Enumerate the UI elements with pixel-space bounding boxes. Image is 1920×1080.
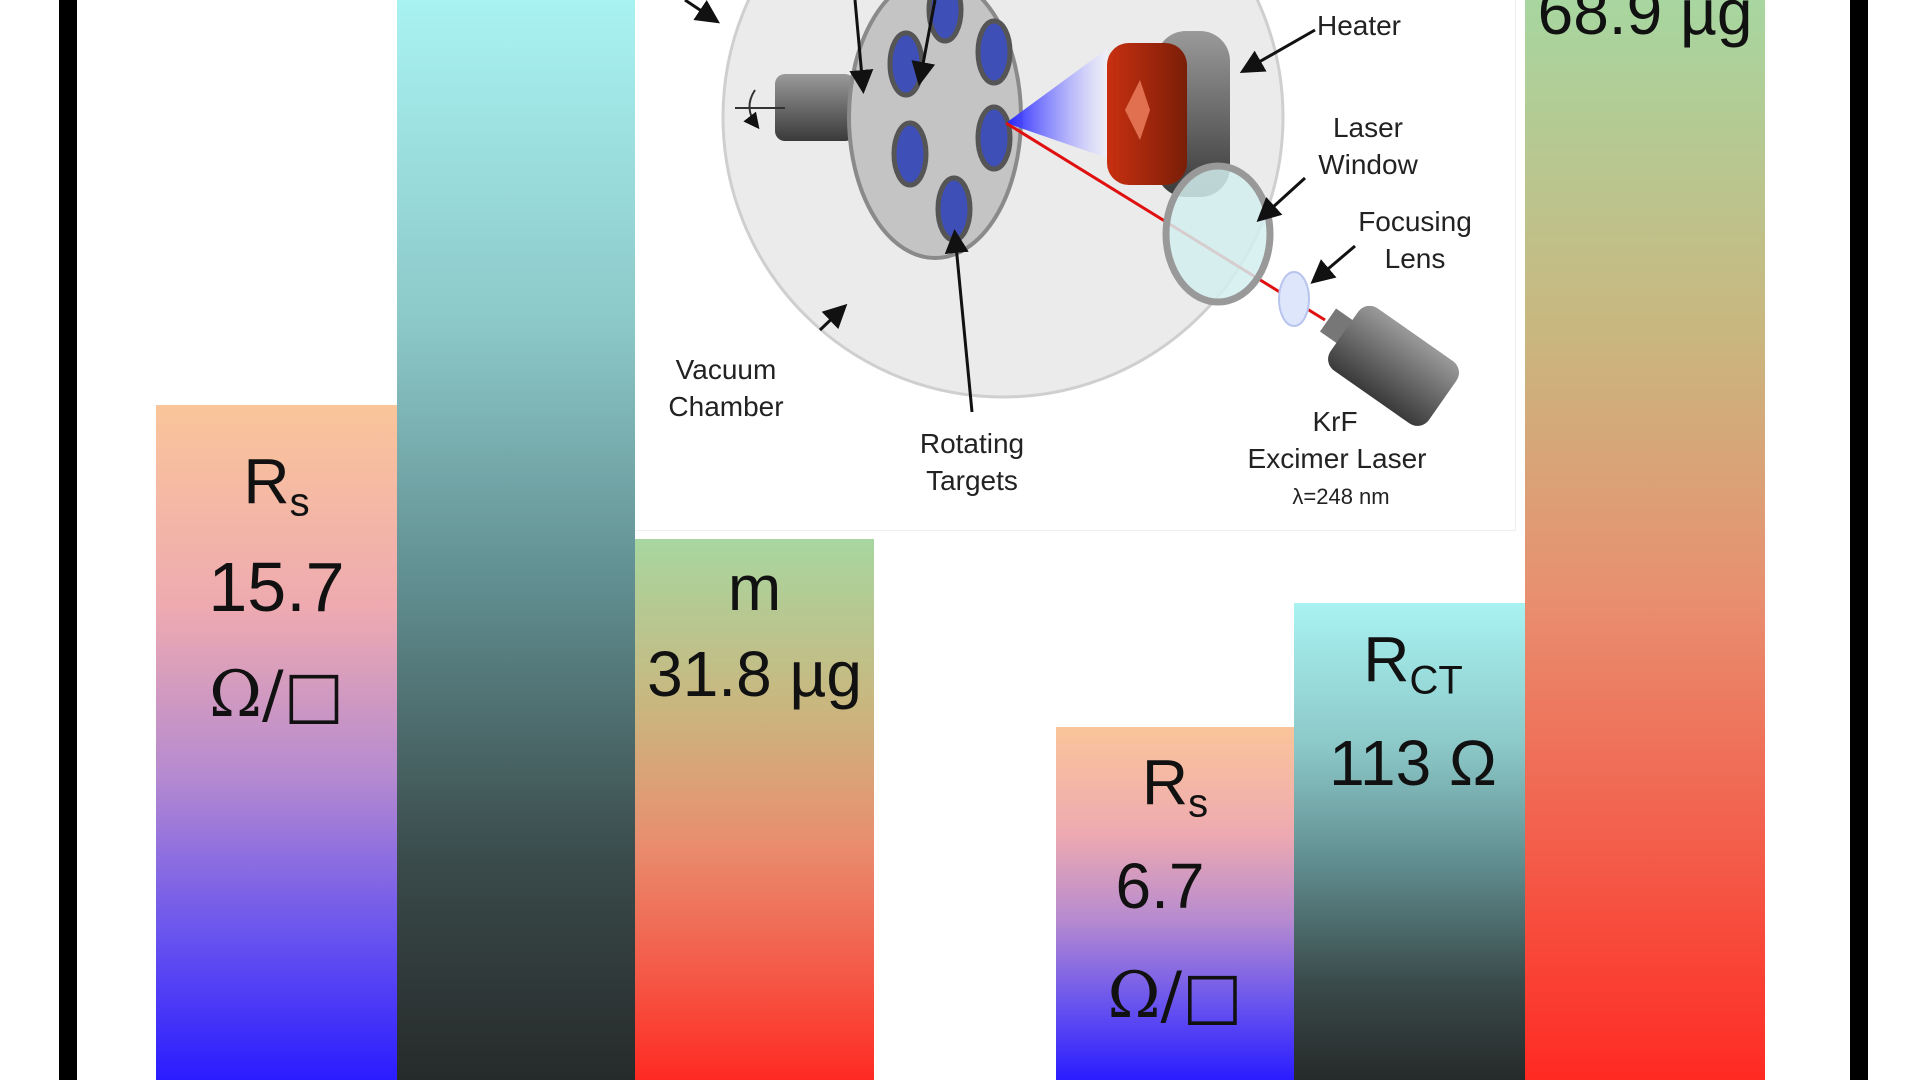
frame-left-border [59, 0, 77, 1080]
laser-label: Excimer Laser [1248, 443, 1427, 474]
rs-label: Rs [1141, 746, 1209, 826]
laser-window-label: Window [1318, 149, 1418, 180]
rs-unit: Ω/□ [208, 658, 345, 732]
rotation-shaft [775, 74, 855, 141]
plasma-plume [1006, 49, 1113, 160]
vacuum-chamber-label: Vacuum [676, 354, 777, 385]
laser-label: KrF [1312, 406, 1357, 437]
rs-label: Rs [243, 445, 310, 525]
laser-window [1162, 162, 1274, 306]
frame-right-border [1850, 0, 1868, 1080]
rct-value: 113 Ω [1329, 727, 1497, 799]
rs-value: 15.7 [208, 548, 345, 626]
heater-label: Heater [1317, 10, 1401, 41]
focusing-lens-label: Focusing [1358, 206, 1472, 237]
vacuum-chamber-label: Chamber [668, 391, 783, 422]
wavelength-label: λ=248 nm [1292, 484, 1389, 509]
rct-label: RCT [1363, 623, 1463, 703]
bar-teal-left [397, 0, 635, 1080]
laser-window-label: Laser [1333, 112, 1403, 143]
mass-label: m [727, 552, 782, 624]
rs-value: 6.7 [1115, 850, 1205, 922]
mass-value: 68.9 µg [1537, 0, 1753, 48]
bar-charge-transfer-resistance: RCT 113 Ω [1294, 603, 1532, 1080]
bar-mass-right: 68.9 µg [1525, 0, 1765, 1080]
bar-sheet-resistance-left: Rs 15.7 Ω/□ [156, 405, 397, 1080]
rotating-targets-label: Targets [926, 465, 1018, 496]
pulsed-laser-deposition-diagram: Heater Laser Window Focusing Lens Vacuum… [635, 0, 1516, 531]
krf-laser [1319, 305, 1459, 426]
rotating-targets-label: Rotating [920, 428, 1024, 459]
bar-sheet-resistance-right: Rs 6.7 Ω/□ [1056, 727, 1294, 1080]
mass-value: 31.8 µg [647, 638, 862, 710]
focusing-lens-label: Lens [1385, 243, 1446, 274]
bar-mass-left: m 31.8 µg [635, 539, 874, 1080]
rs-unit: Ω/□ [1107, 959, 1243, 1033]
focusing-lens [1278, 271, 1310, 327]
